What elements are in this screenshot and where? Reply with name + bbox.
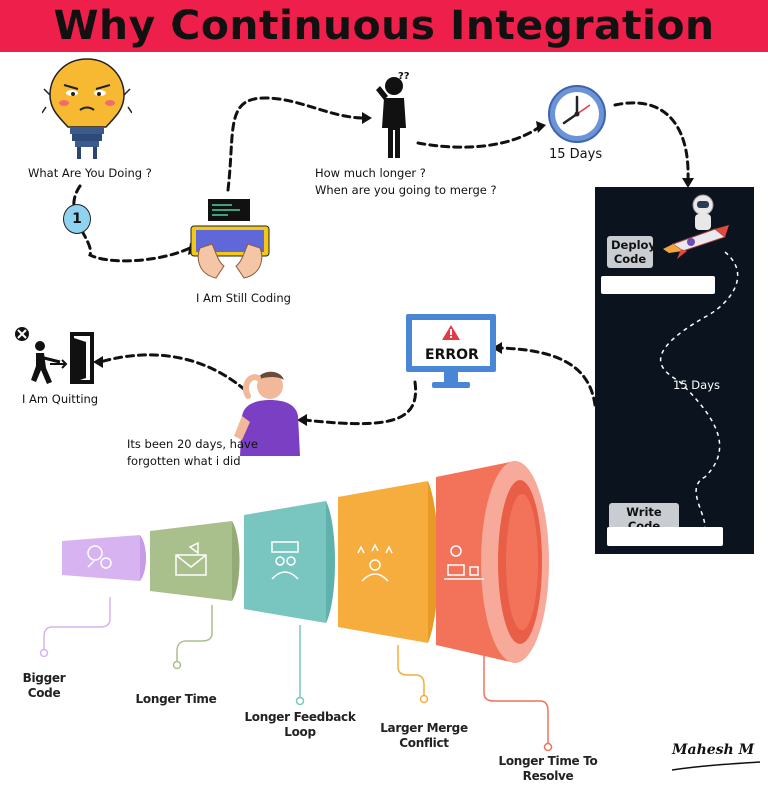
quitting-label: I Am Quitting: [22, 392, 99, 406]
funnel-segment-longer-feedback-loop: [244, 501, 326, 623]
leader-dot-larger-merge-conflict: [419, 694, 429, 704]
frustrated-person-icon: [234, 371, 300, 456]
connector-error-to-person: [303, 380, 418, 426]
forgotten-label: Its been 20 days, have forgotten what i …: [127, 437, 258, 468]
envelope-megaphone-icon: [175, 541, 207, 576]
connector-panel-to-error: [498, 346, 597, 407]
bulb-question-label: What Are You Doing ?: [28, 166, 152, 180]
error-monitor-icon: [406, 314, 496, 388]
funnel-label-longer-time-to-resolve: Longer Time To Resolve: [498, 754, 598, 783]
funnel-label-longer-time: Longer Time: [135, 692, 217, 706]
funnel-label-longer-feedback-loop: Longer Feedback Loop: [244, 710, 356, 739]
deploy-code-tag: Deploy Code: [607, 236, 656, 268]
quitting-exit-icon: [15, 327, 94, 384]
lightbulb-character-icon: [42, 58, 132, 159]
write-code-field: [607, 527, 723, 546]
funnel-segment-bigger-code: [62, 535, 140, 581]
manager-question-line-1: How much longer ?: [315, 166, 426, 180]
code-gears-icon: [87, 545, 112, 569]
funnel-segment-larger-merge-conflict: [338, 481, 428, 643]
connector-coder-to-manager: [226, 96, 367, 192]
coder-keyboard-icon: [190, 199, 270, 279]
manager-thought-marks: ??: [398, 71, 410, 82]
connector-clock-to-panel: [613, 101, 690, 182]
leader-dot-bigger-code: [39, 648, 49, 658]
pipeline-panel: Deploy Code 15 Days Write Code: [595, 187, 754, 554]
clock-icon: [548, 85, 606, 143]
panel-days-label: 15 Days: [673, 378, 720, 392]
error-label: ERROR: [425, 347, 479, 363]
worker-desk-icon: [444, 545, 484, 580]
astronaut-rocket-icon: [663, 194, 729, 259]
funnel-label-bigger-code: Bigger Code: [22, 671, 66, 700]
deploy-code-field: [601, 276, 715, 294]
still-coding-label: I Am Still Coding: [196, 291, 291, 305]
manager-figure-icon: [376, 77, 406, 158]
connector-manager-to-clock: [416, 126, 540, 149]
leader-line-longer-time-to-resolve: [483, 655, 549, 745]
funnel-segment-longer-time: [150, 521, 232, 601]
step-number-badge: 1: [63, 204, 91, 234]
team-rating-icon: [357, 543, 393, 582]
page-title: Why Continuous Integration: [53, 3, 715, 49]
funnel-label-larger-merge-conflict: Larger Merge Conflict: [380, 721, 468, 750]
connector-bulb-to-coder: [72, 184, 192, 263]
leader-dot-longer-feedback-loop: [295, 696, 305, 706]
connector-person-to-quit: [98, 353, 247, 392]
leader-dot-longer-time: [172, 660, 182, 670]
leader-line-longer-time: [176, 605, 213, 663]
signature-underline: [671, 761, 761, 771]
funnel-graphic: [39, 461, 553, 752]
leader-line-bigger-code: [43, 597, 111, 651]
panel-dashed-path: [659, 251, 739, 528]
title-banner: Why Continuous Integration: [0, 0, 768, 52]
leader-line-larger-merge-conflict: [397, 645, 425, 697]
manager-question-line-2: When are you going to merge ?: [315, 183, 497, 197]
author-signature: Mahesh M: [672, 742, 755, 758]
team-meeting-icon: [271, 541, 299, 580]
leader-dot-longer-time-to-resolve: [543, 742, 553, 752]
clock-days-label: 15 Days: [549, 147, 603, 162]
